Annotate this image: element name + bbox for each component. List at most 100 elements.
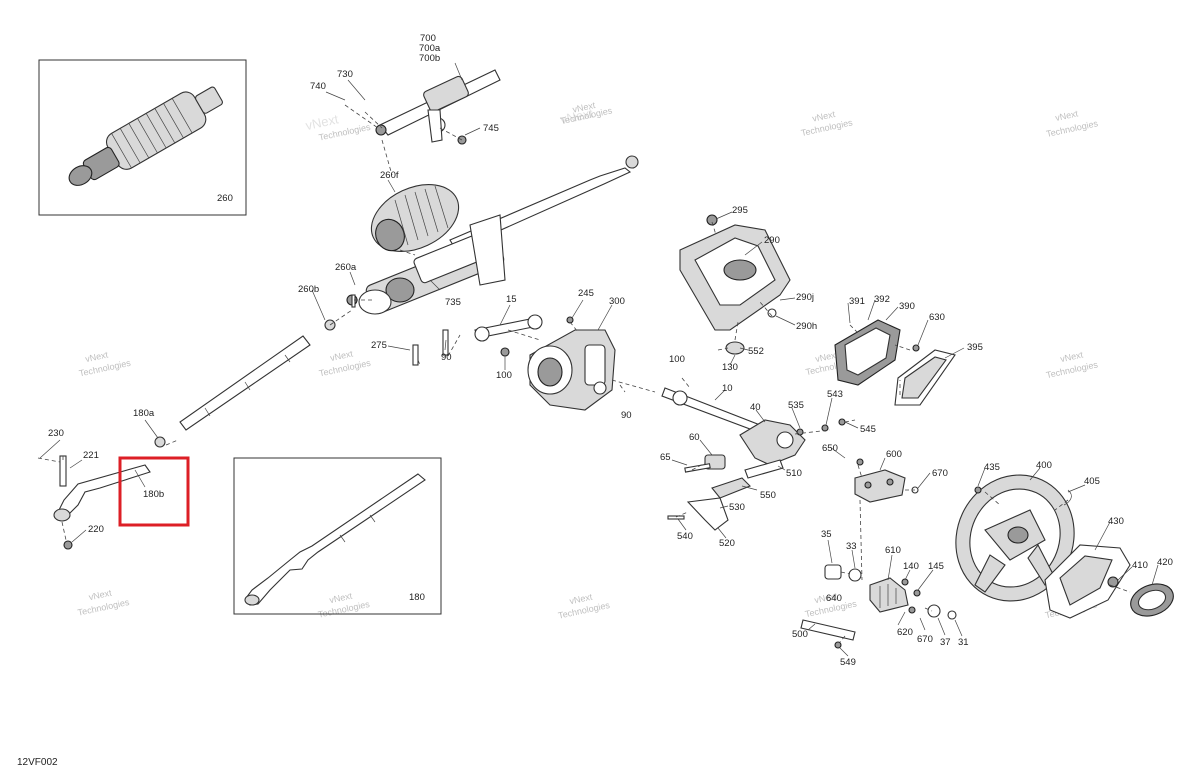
callout-549: 549 <box>840 657 856 668</box>
steering-rack-group <box>53 69 639 550</box>
screw-435 <box>974 486 982 494</box>
bolt-650 <box>856 458 864 466</box>
nut-543 <box>821 424 829 432</box>
svg-text:Technologies: Technologies <box>1045 118 1099 139</box>
callout-90-b: 90 <box>621 410 632 421</box>
svg-text:Technologies: Technologies <box>77 597 131 618</box>
callout-543: 543 <box>827 389 843 400</box>
callout-260a: 260a <box>335 262 357 273</box>
svg-text:vNext: vNext <box>1059 349 1084 364</box>
inner-tie-rod-180b <box>179 335 311 431</box>
clip-31 <box>947 610 957 620</box>
callout-140: 140 <box>903 561 919 572</box>
callout-730: 730 <box>337 69 353 80</box>
nut-535 <box>796 428 804 436</box>
callout-640: 640 <box>826 593 842 604</box>
rack-housing <box>346 214 506 315</box>
callout-33: 33 <box>846 541 857 552</box>
callout-100-a: 100 <box>496 370 512 381</box>
steering-wheel-400 <box>955 474 1075 602</box>
callout-100-b: 100 <box>669 354 685 365</box>
callout-60: 60 <box>689 432 700 443</box>
svg-text:vNext: vNext <box>559 105 595 127</box>
svg-text:vNext: vNext <box>88 588 113 603</box>
inset-tie-rod-assembly: 180 <box>233 457 442 615</box>
callout-35: 35 <box>821 529 832 540</box>
rack-assembly-drawing <box>68 86 223 186</box>
callout-520: 520 <box>719 538 735 549</box>
callout-630: 630 <box>929 312 945 323</box>
callout-650: 650 <box>822 443 838 454</box>
callout-40: 40 <box>750 402 761 413</box>
ring-33 <box>848 568 862 582</box>
bearing-37 <box>927 604 941 618</box>
callout-500: 500 <box>792 629 808 640</box>
callout-labels: 700 700a 700b 730 740 745 260f 260a 260b… <box>48 33 1173 668</box>
bushing-35 <box>824 564 842 580</box>
callout-245: 245 <box>578 288 594 299</box>
callout-391: 391 <box>849 296 865 307</box>
svg-text:vNext: vNext <box>84 349 109 364</box>
callout-145: 145 <box>928 561 944 572</box>
callout-260f: 260f <box>380 170 399 181</box>
callout-275: 275 <box>371 340 387 351</box>
callout-400: 400 <box>1036 460 1052 471</box>
callout-90-a: 90 <box>441 352 452 363</box>
callout-390: 390 <box>899 301 915 312</box>
callout-435: 435 <box>984 462 1000 473</box>
gas-spring-510 <box>744 459 784 479</box>
callout-610: 610 <box>885 545 901 556</box>
svg-text:Technologies: Technologies <box>318 358 372 379</box>
inset-frame <box>233 457 442 615</box>
bracket-610 <box>869 577 909 613</box>
callout-180a: 180a <box>133 408 155 419</box>
rack-boot-260f <box>370 184 460 252</box>
callout-221: 221 <box>83 450 99 461</box>
bolt-275 <box>412 344 419 366</box>
callout-260b: 260b <box>298 284 319 295</box>
callout-37: 37 <box>940 637 951 648</box>
callout-735: 735 <box>445 297 461 308</box>
bolt-540 <box>667 515 685 520</box>
callout-220: 220 <box>88 524 104 535</box>
callout-130: 130 <box>722 362 738 373</box>
callout-290j: 290j <box>796 292 814 303</box>
callout-392: 392 <box>874 294 890 305</box>
callout-510: 510 <box>786 468 802 479</box>
callout-295: 295 <box>732 205 748 216</box>
tie-rod-end-ball <box>625 155 639 169</box>
inset-label-180: 180 <box>409 592 425 603</box>
callout-180b: 180b <box>143 489 164 500</box>
display-frame-395 <box>894 349 956 406</box>
callout-535: 535 <box>788 400 804 411</box>
bolt-620 <box>908 606 916 614</box>
lever-530 <box>686 497 729 531</box>
steering-cover-430 <box>1044 544 1131 619</box>
display-housing-390 <box>834 319 901 386</box>
callout-300: 300 <box>609 296 625 307</box>
bolt-65 <box>684 463 711 473</box>
column-bracket-290 <box>679 214 791 331</box>
callout-700: 700 <box>420 33 436 44</box>
callout-620: 620 <box>897 627 913 638</box>
callout-430: 430 <box>1108 516 1124 527</box>
bolt-549 <box>834 641 842 649</box>
tilt-bracket-40 <box>739 419 806 466</box>
callout-395: 395 <box>967 342 983 353</box>
cap-420 <box>1130 583 1174 617</box>
nut-100 <box>500 347 510 357</box>
nut-410 <box>1107 576 1119 588</box>
callout-15: 15 <box>506 294 517 305</box>
lever-550 <box>711 477 751 499</box>
nut-630 <box>912 344 920 352</box>
column-module-600 <box>854 469 906 503</box>
figure-id: 12VF002 <box>17 757 58 768</box>
svg-text:vNext: vNext <box>329 348 354 363</box>
tie-rod-end-left <box>53 455 151 550</box>
inset-label-260: 260 <box>217 193 233 204</box>
callout-552: 552 <box>748 346 764 357</box>
jam-nut-180a <box>154 436 166 448</box>
inset-rack-assembly: 260 <box>38 59 247 216</box>
strap-500 <box>800 619 856 641</box>
